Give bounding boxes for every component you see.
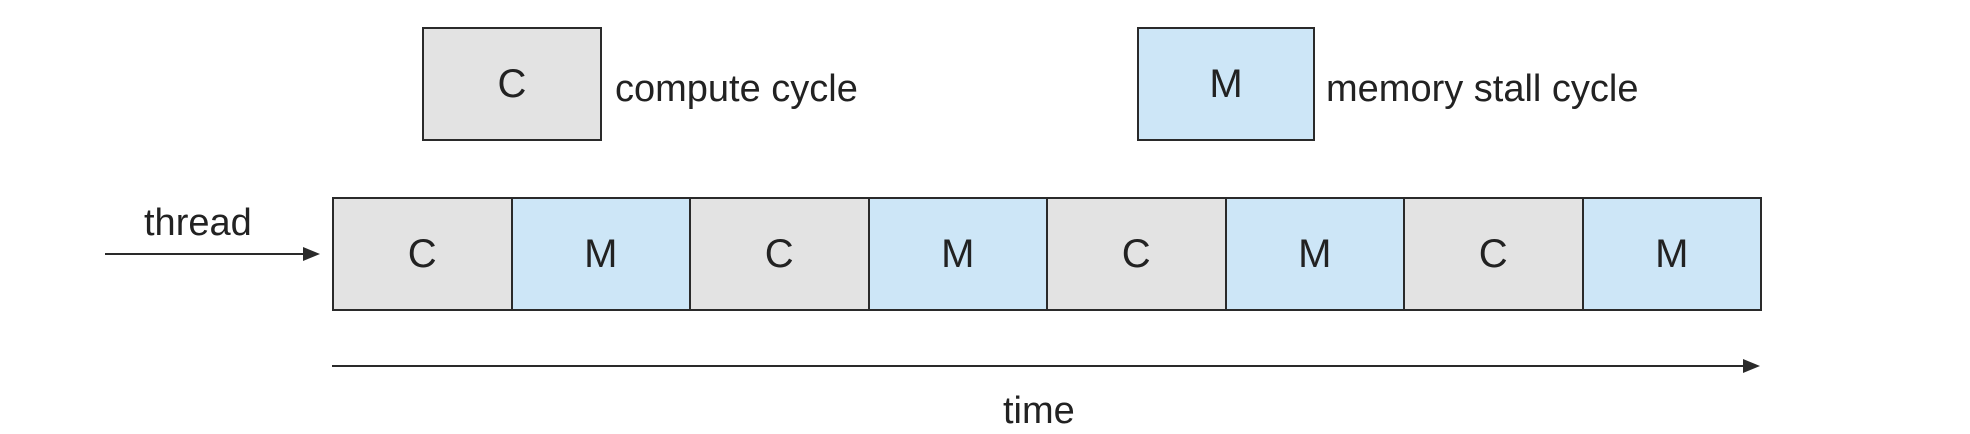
thread-label: thread [144, 202, 252, 244]
time-label: time [1003, 390, 1075, 432]
legend-compute-box: C [422, 27, 602, 141]
cycle-letter: C [1121, 231, 1151, 276]
cycle-letter: C [1478, 231, 1508, 276]
compute-cycle: C [1403, 199, 1582, 309]
cycle-letter: C [764, 231, 794, 276]
legend-compute-label: compute cycle [615, 68, 858, 110]
compute-cycle: C [1046, 199, 1225, 309]
cycle-letter: C [407, 231, 437, 276]
memory-stall-cycle: M [1224, 199, 1403, 309]
compute-cycle: C [334, 199, 511, 309]
memory-stall-cycle: M [510, 199, 689, 309]
legend-memory-letter: M [1209, 61, 1243, 106]
legend-compute-letter: C [497, 61, 527, 106]
compute-cycle: C [689, 199, 868, 309]
thread-arrow [105, 247, 320, 261]
cycle-letter: M [941, 231, 975, 276]
cycle-letter: M [1655, 231, 1689, 276]
memory-stall-cycle: M [1581, 199, 1760, 309]
legend-memory-label: memory stall cycle [1326, 68, 1639, 110]
legend-memory-box: M [1137, 27, 1315, 141]
time-arrow [332, 359, 1760, 373]
memory-stall-cycle: M [867, 199, 1046, 309]
cycle-letter: M [1298, 231, 1332, 276]
cycle-letter: M [584, 231, 618, 276]
